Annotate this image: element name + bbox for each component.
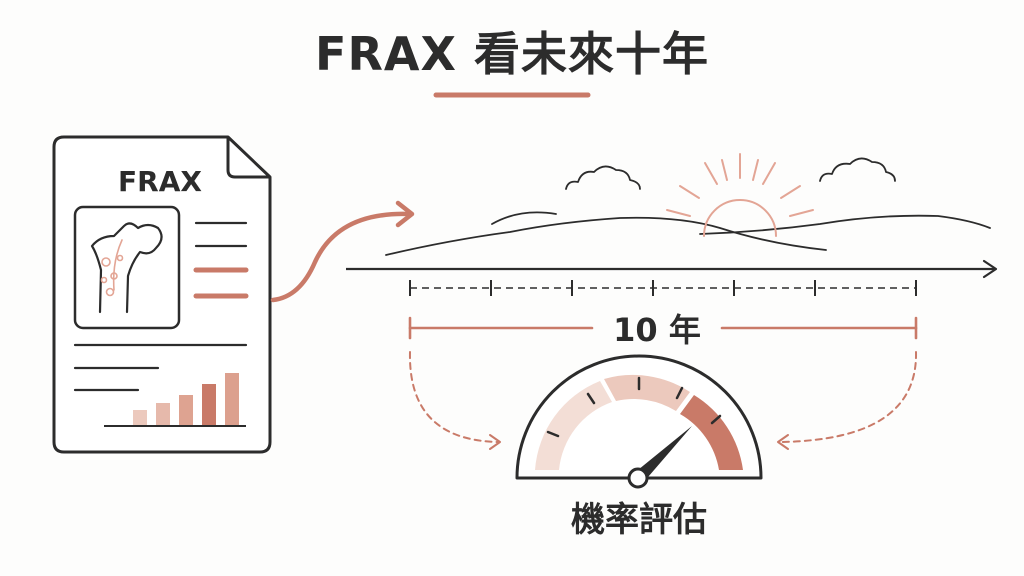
- doc-bar: [179, 395, 193, 426]
- gauge-tick: [586, 392, 596, 405]
- gauge-tick: [675, 386, 684, 400]
- cloud-icon: [819, 157, 896, 182]
- doc-bar: [156, 403, 170, 426]
- curved-arrow-icon: [270, 200, 415, 303]
- sun-icon: [666, 153, 814, 237]
- span-bracket: [408, 316, 918, 340]
- document-header: FRAX: [118, 165, 202, 198]
- doc-bar: [202, 384, 216, 426]
- gauge-hub: [627, 467, 649, 489]
- gauge-segment: [604, 374, 690, 411]
- cloud-icon: [565, 165, 641, 190]
- bar-chart-icon: [104, 373, 246, 427]
- gauge-tick: [546, 430, 560, 438]
- gauge-tick: [710, 414, 722, 425]
- dashed-arrow-right: [777, 351, 918, 450]
- timeline-axis: [346, 259, 998, 279]
- span-label: 10 年: [613, 311, 701, 349]
- document-text-lines: [73, 221, 249, 392]
- dashed-arrow-left: [408, 351, 501, 450]
- gauge-label: 機率評估: [571, 500, 707, 540]
- page-title: FRAX 看未來十年: [315, 27, 709, 81]
- gauge-icon: [515, 354, 763, 489]
- doc-bar: [225, 373, 239, 426]
- gauge-needle: [633, 426, 692, 484]
- landscape-icon: [385, 211, 991, 256]
- doc-bar: [133, 410, 147, 426]
- femur-bone-icon: [90, 222, 163, 314]
- timeline-ruler: [409, 280, 917, 296]
- gauge-segment: [680, 395, 743, 470]
